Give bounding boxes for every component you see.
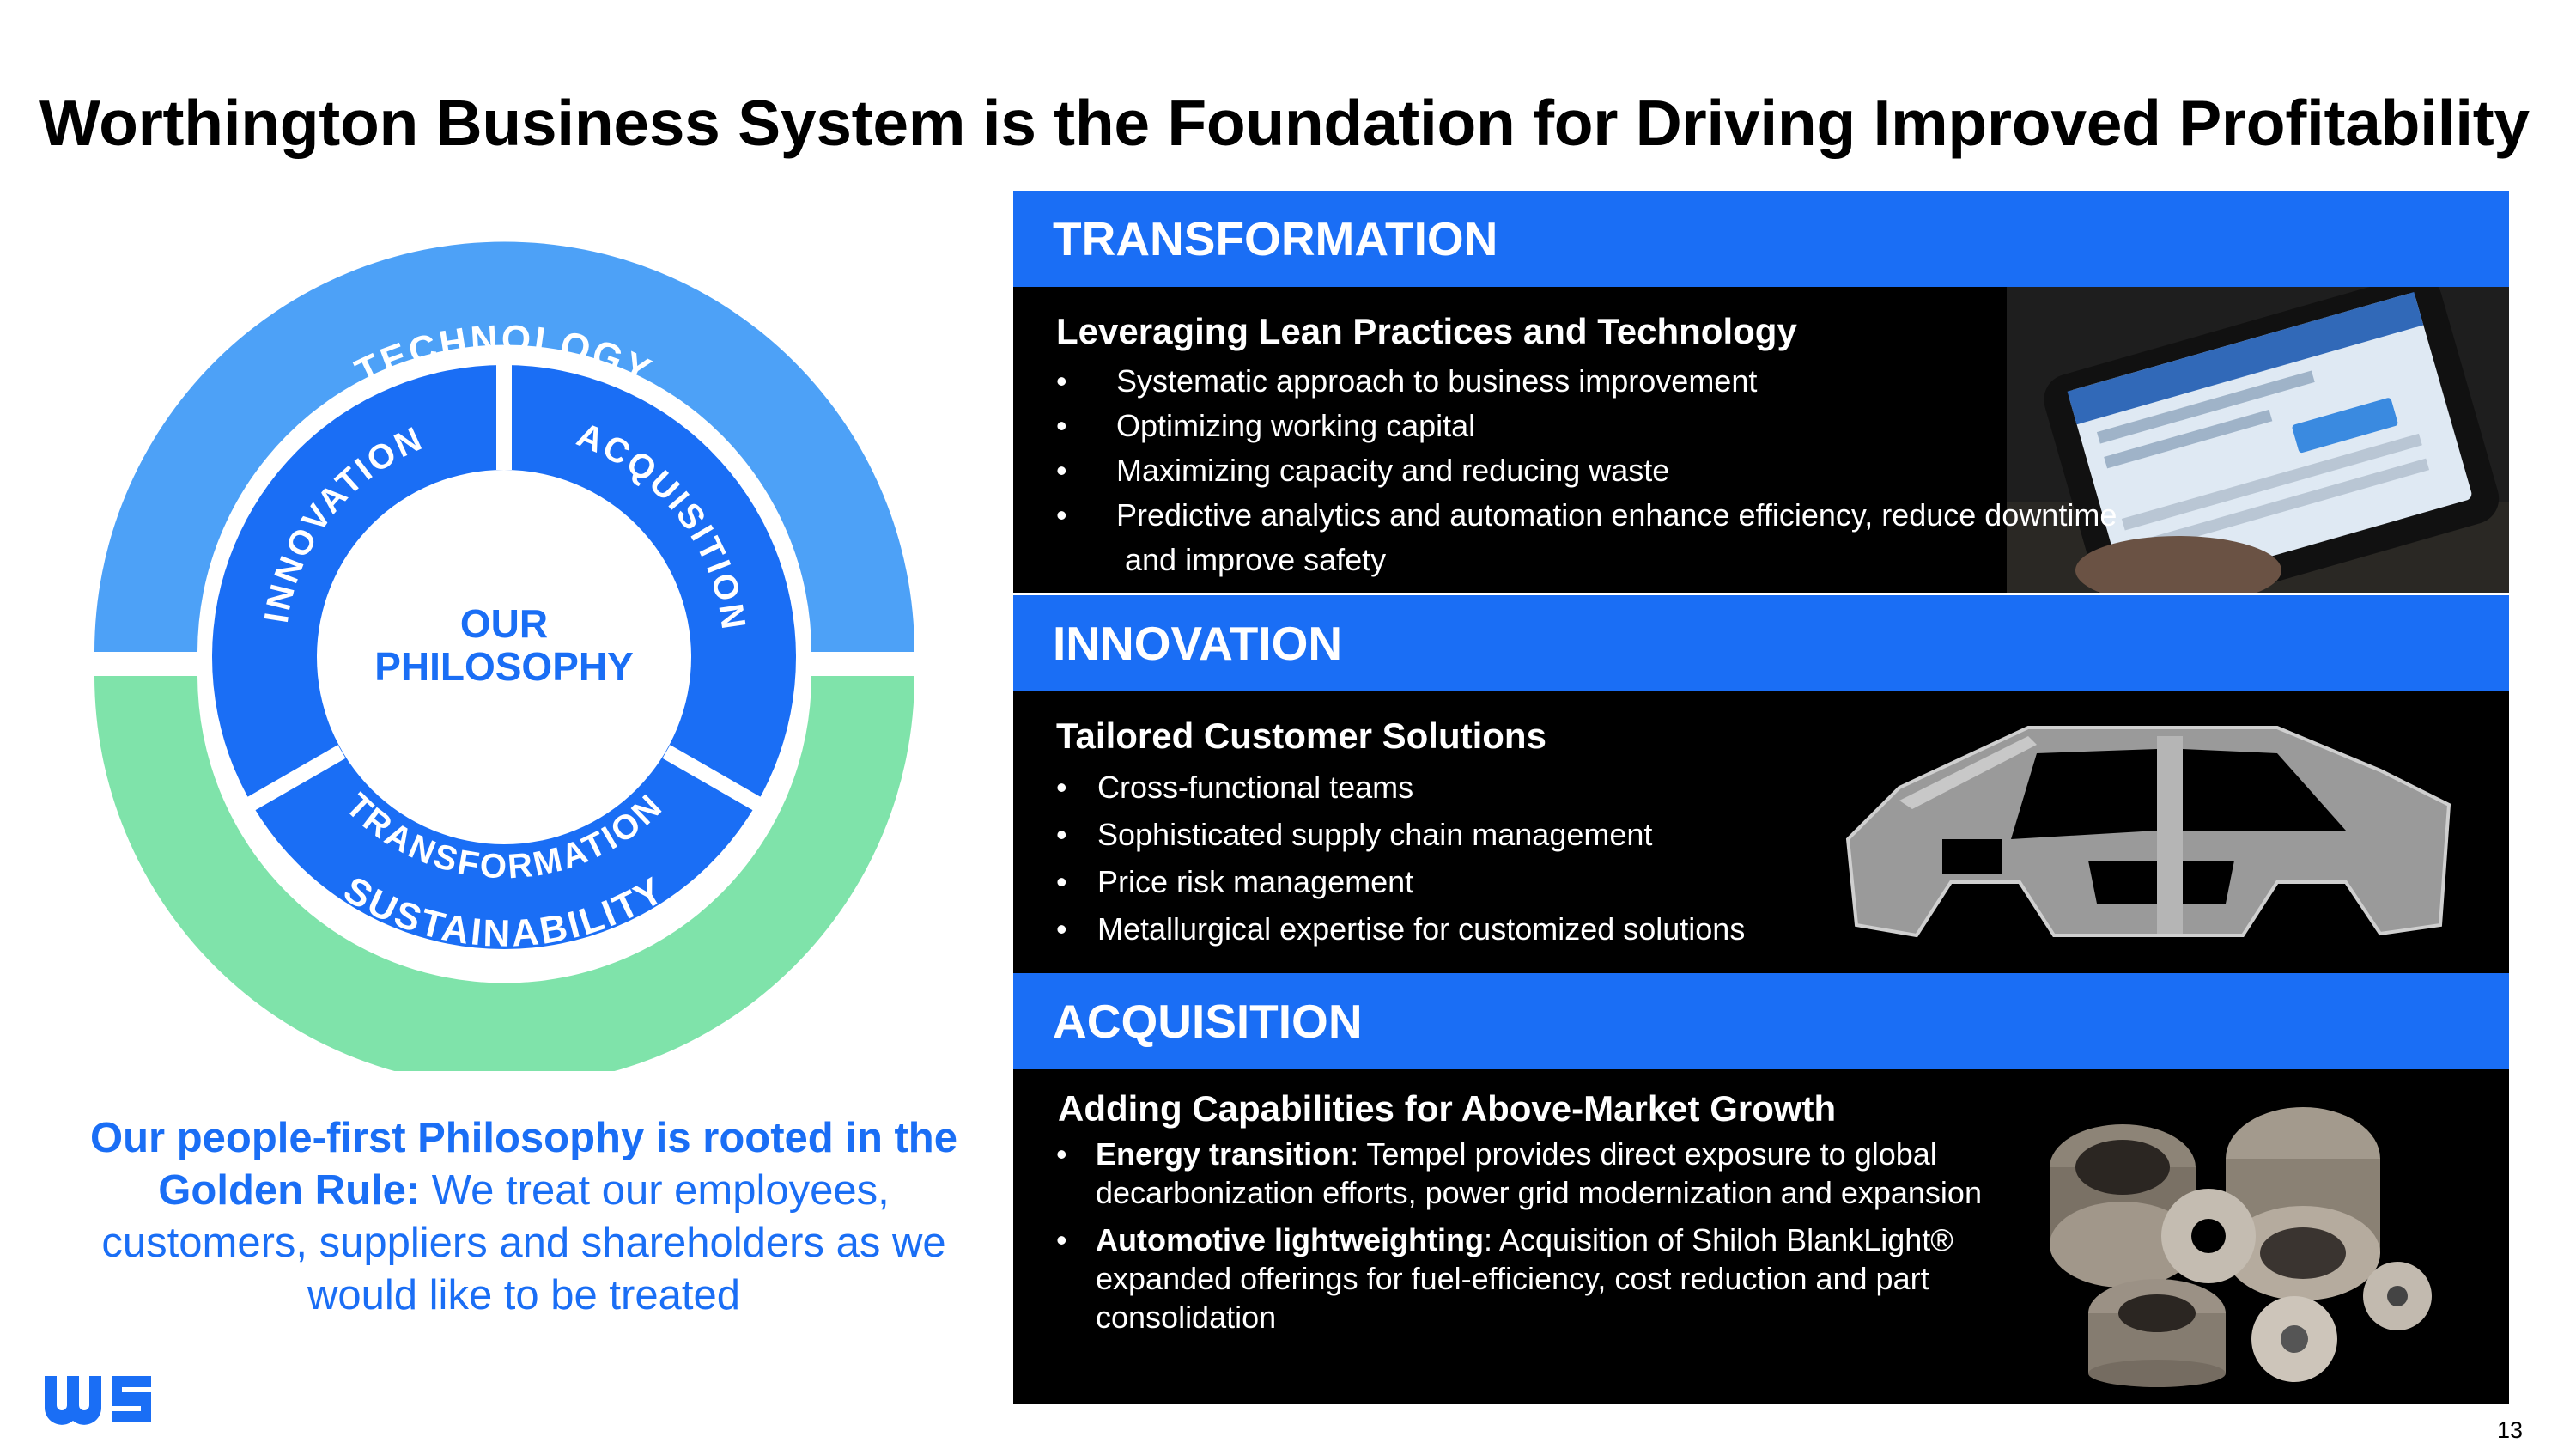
wheel-technology-segment: [94, 241, 914, 652]
motor-laminations-photo-icon: [2050, 1107, 2432, 1387]
page-title: Worthington Business System is the Found…: [39, 87, 2530, 159]
wheel-sustainability-segment: [94, 676, 914, 1071]
innovation-subtitle: Tailored Customer Solutions: [1056, 715, 1546, 756]
acquisition-bullets: •Energy transition: Tempel provides dire…: [1056, 1135, 2044, 1336]
philosophy-statement: Our people-first Philosophy is rooted in…: [77, 1112, 970, 1322]
innovation-section: INNOVATION Tailored Customer Solutions •…: [1013, 595, 2509, 973]
philosophy-bold: Our people-first Philosophy is rooted in…: [89, 1115, 957, 1214]
list-item: •Maximizing capacity and reducing waste: [1056, 453, 1670, 488]
wheel-center: [317, 470, 691, 844]
handheld-device-photo-icon: [2007, 287, 2509, 593]
transformation-header: TRANSFORMATION: [1013, 191, 2509, 287]
list-item: •Metallurgical expertise for customized …: [1056, 911, 1746, 947]
transformation-bullets: •Systematic approach to business improve…: [1056, 359, 2117, 582]
car-body-frame-photo-icon: [1845, 726, 2451, 938]
list-item: •Automotive lightweighting: Acquisition …: [1056, 1222, 1953, 1335]
automotive-lightweighting-label: Automotive lightweighting: [1096, 1222, 1484, 1257]
list-item: •Predictive analytics and automation enh…: [1056, 497, 2117, 533]
transformation-subtitle: Leveraging Lean Practices and Technology: [1056, 311, 1797, 351]
transformation-section: TRANSFORMATION Leveraging Lean Practices…: [1013, 191, 2509, 593]
page-number: 13: [2496, 1417, 2523, 1443]
innovation-header: INNOVATION: [1013, 595, 2509, 691]
innovation-bullets: •Cross-functional teams •Sophisticated s…: [1056, 764, 1745, 953]
acquisition-subtitle: Adding Capabilities for Above-Market Gro…: [1058, 1088, 1837, 1129]
acquisition-section: ACQUISITION Adding Capabilities for Abov…: [1013, 973, 2509, 1404]
list-item: •Sophisticated supply chain management: [1056, 817, 1653, 852]
acquisition-body: Adding Capabilities for Above-Market Gro…: [1013, 1069, 2509, 1404]
wheel-center-line1: OUR: [460, 601, 548, 646]
worthington-logo-icon: [44, 1376, 151, 1425]
list-item: •Systematic approach to business improve…: [1056, 363, 1758, 399]
list-item-continuation: and improve safety: [1116, 542, 1387, 577]
energy-transition-label: Energy transition: [1096, 1136, 1351, 1172]
philosophy-wheel: TECHNOLOGY SUSTAINABILITY INNOVATION ACQ…: [94, 241, 914, 1071]
wheel-center-line2: PHILOSOPHY: [374, 644, 634, 689]
list-item: •Price risk management: [1056, 864, 1414, 899]
list-item: •Energy transition: Tempel provides dire…: [1056, 1136, 1982, 1210]
list-item: •Optimizing working capital: [1056, 408, 1476, 443]
transformation-body: Leveraging Lean Practices and Technology…: [1013, 287, 2509, 593]
list-item: •Cross-functional teams: [1056, 770, 1414, 805]
innovation-body: Tailored Customer Solutions •Cross-funct…: [1013, 691, 2509, 973]
philosophy-text: We treat our employees, customers, suppl…: [101, 1167, 946, 1318]
acquisition-header: ACQUISITION: [1013, 973, 2509, 1069]
